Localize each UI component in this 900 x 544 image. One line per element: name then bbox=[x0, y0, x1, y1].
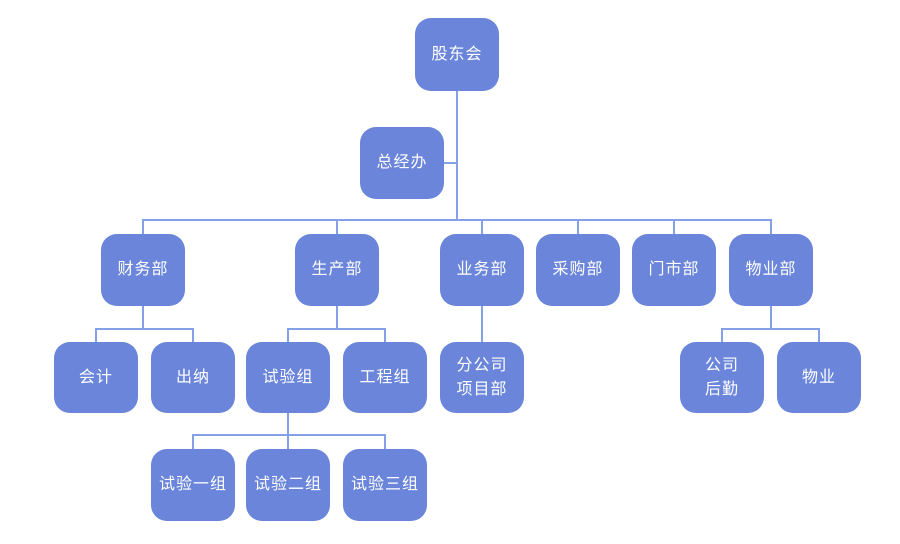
org-node-label: 公司 后勤 bbox=[704, 357, 739, 398]
org-node-label: 门市部 bbox=[648, 261, 700, 279]
org-node-test-group-1[interactable]: 试验一组 bbox=[151, 449, 235, 521]
org-node-gm-office[interactable]: 总经办 bbox=[360, 127, 444, 199]
org-node-label: 分公司 项目部 bbox=[456, 357, 508, 398]
org-node-label: 生产部 bbox=[311, 261, 363, 279]
org-node-label: 出纳 bbox=[175, 368, 210, 386]
org-node-shareholders-meeting[interactable]: 股东会 bbox=[415, 18, 499, 91]
org-node-engineering-group[interactable]: 工程组 bbox=[343, 342, 427, 413]
org-node-test-group-2[interactable]: 试验二组 bbox=[246, 449, 330, 521]
org-node-company-logistics[interactable]: 公司 后勤 bbox=[680, 342, 764, 413]
org-node-label: 试验一组 bbox=[158, 476, 227, 494]
org-node-retail-dept[interactable]: 门市部 bbox=[632, 234, 716, 306]
org-node-test-group-3[interactable]: 试验三组 bbox=[343, 449, 427, 521]
org-node-label: 物业 bbox=[801, 368, 836, 386]
org-node-label: 业务部 bbox=[456, 261, 508, 279]
org-node-production-dept[interactable]: 生产部 bbox=[295, 234, 379, 306]
org-node-cashier[interactable]: 出纳 bbox=[151, 342, 235, 413]
org-node-label: 采购部 bbox=[552, 261, 604, 279]
org-node-label: 试验二组 bbox=[253, 476, 322, 494]
org-node-label: 工程组 bbox=[359, 368, 411, 386]
org-node-label: 总经办 bbox=[376, 154, 428, 172]
org-node-label: 会计 bbox=[78, 368, 113, 386]
org-node-branch-project-dept[interactable]: 分公司 项目部 bbox=[440, 342, 524, 413]
org-node-label: 股东会 bbox=[431, 45, 483, 63]
org-node-purchasing-dept[interactable]: 采购部 bbox=[536, 234, 620, 306]
org-node-accounting[interactable]: 会计 bbox=[54, 342, 138, 413]
org-node-label: 物业部 bbox=[745, 261, 797, 279]
org-node-label: 试验三组 bbox=[350, 476, 419, 494]
org-node-business-dept[interactable]: 业务部 bbox=[440, 234, 524, 306]
org-node-property[interactable]: 物业 bbox=[777, 342, 861, 413]
org-node-property-dept[interactable]: 物业部 bbox=[729, 234, 813, 306]
org-node-test-group[interactable]: 试验组 bbox=[246, 342, 330, 413]
org-node-label: 财务部 bbox=[117, 261, 169, 279]
org-node-finance-dept[interactable]: 财务部 bbox=[101, 234, 185, 306]
org-node-label: 试验组 bbox=[262, 368, 314, 386]
